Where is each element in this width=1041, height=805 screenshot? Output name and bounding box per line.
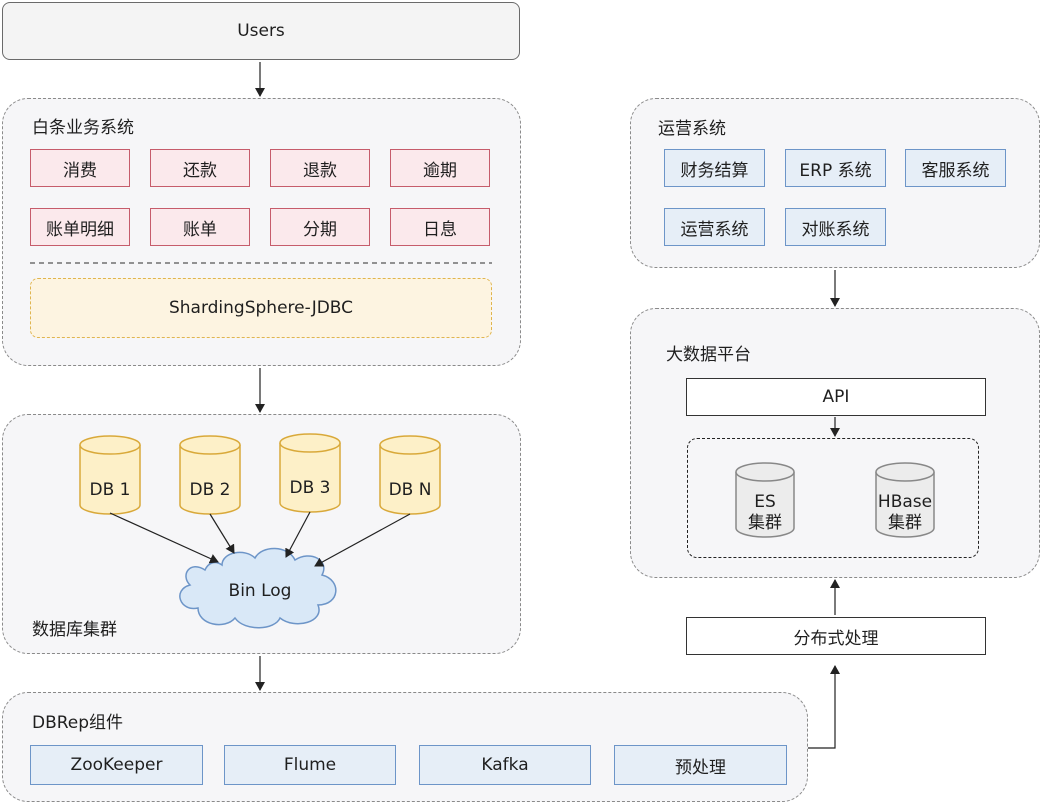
hbase-label: HBase 集群 [872,492,938,534]
ops-erp-box: ERP 系统 [785,149,886,187]
kafka-box: Kafka [419,745,591,785]
es-label: ES 集群 [736,492,794,534]
dbrep-title: DBRep组件 [32,713,124,733]
sharding-jdbc-box: ShardingSphere-JDBC [30,278,492,338]
module-consume: 消费 [30,149,130,187]
module-bill-detail: 账单明细 [30,208,130,246]
users-box: Users [2,2,520,60]
db3-label: DB 3 [289,478,331,498]
es-label-line1: ES [754,492,776,512]
module-refund: 退款 [270,149,370,187]
ops-finance-box: 财务结算 [664,149,765,187]
db2-label: DB 2 [189,480,231,500]
hbase-label-line2: 集群 [888,513,922,533]
business-system-title: 白条业务系统 [32,118,134,138]
module-bill: 账单 [150,208,250,246]
module-daily-interest: 日息 [390,208,490,246]
ops-system-title: 运营系统 [658,119,726,139]
ops-customer-service-box: 客服系统 [905,149,1006,187]
flume-box: Flume [224,745,396,785]
module-overdue: 逾期 [390,149,490,187]
db-cluster-title: 数据库集群 [32,620,117,640]
zookeeper-box: ZooKeeper [30,745,203,785]
api-box: API [686,378,986,416]
bigdata-title: 大数据平台 [666,345,751,365]
distributed-processing-box: 分布式处理 [686,617,986,655]
db1-label: DB 1 [89,480,131,500]
dbn-label: DB N [388,480,432,500]
preprocess-box: 预处理 [614,745,787,785]
ops-reconcile-box: 对账系统 [785,208,886,246]
es-label-line2: 集群 [748,513,782,533]
module-repay: 还款 [150,149,250,187]
ops-operation-box: 运营系统 [664,208,765,246]
binlog-label: Bin Log [228,581,292,601]
module-installment: 分期 [270,208,370,246]
hbase-label-line1: HBase [877,492,933,512]
